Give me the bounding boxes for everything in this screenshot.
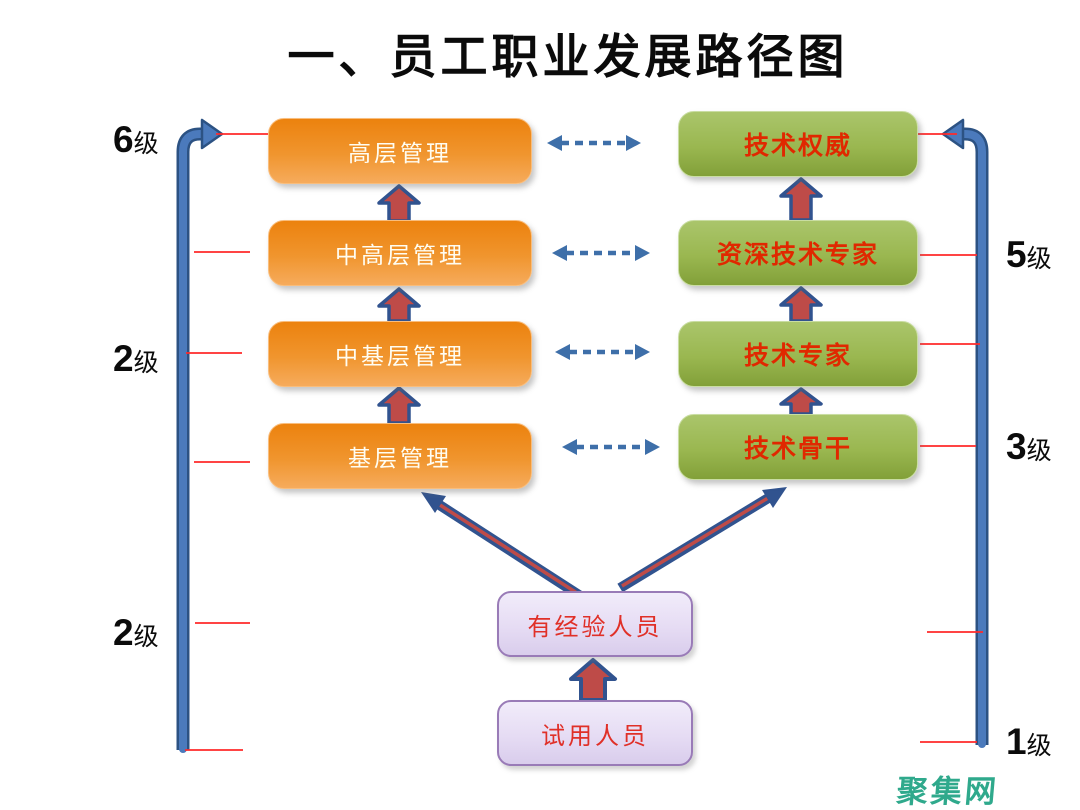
box-probation-staff: 试用人员 [497,700,693,766]
box-mid-senior-management: 中高层管理 [268,220,532,286]
box-senior-management: 高层管理 [268,118,532,184]
diagonal-arrow-left [421,492,585,602]
level-suffix: 级 [133,623,159,651]
up-arrow [377,287,421,323]
box-tech-expert: 技术专家 [678,321,918,387]
dashed-exchange-arrow [562,439,660,455]
box-experienced-staff: 有经验人员 [497,591,693,657]
box-senior-tech-expert: 资深技术专家 [678,220,918,286]
level-number: 1 [1006,721,1027,762]
right-progression-arrow [941,118,989,748]
level-number: 2 [113,338,134,379]
level-number: 3 [1006,426,1027,467]
box-tech-backbone: 技术骨干 [678,414,918,480]
up-arrow [377,386,421,425]
level-number: 6 [113,119,134,160]
up-arrow-entry [569,658,617,702]
up-arrow [779,177,823,222]
level-suffix: 级 [133,349,159,377]
level-suffix: 级 [1026,732,1052,760]
level-number: 5 [1006,234,1027,275]
up-arrow [779,286,823,323]
site-watermark: 聚集网 [895,774,1001,809]
level-tick-lines-left [185,133,268,751]
dashed-exchange-arrow [552,245,650,261]
level-suffix: 级 [1026,437,1052,465]
up-arrow [377,184,421,223]
dashed-exchange-arrow [547,135,641,151]
level-suffix: 级 [1026,245,1052,273]
up-arrow [779,387,823,416]
level-suffix: 级 [133,130,159,158]
left-progression-arrow [176,118,224,753]
box-base-management: 基层管理 [268,423,532,489]
dashed-exchange-arrows [547,135,660,455]
box-mid-base-management: 中基层管理 [268,321,532,387]
dashed-exchange-arrow [555,344,650,360]
diagonal-arrow-right [617,487,787,593]
page-title: 一、员工职业发展路径图 [287,32,849,84]
level-number: 2 [113,612,134,653]
box-tech-authority: 技术权威 [678,111,918,177]
